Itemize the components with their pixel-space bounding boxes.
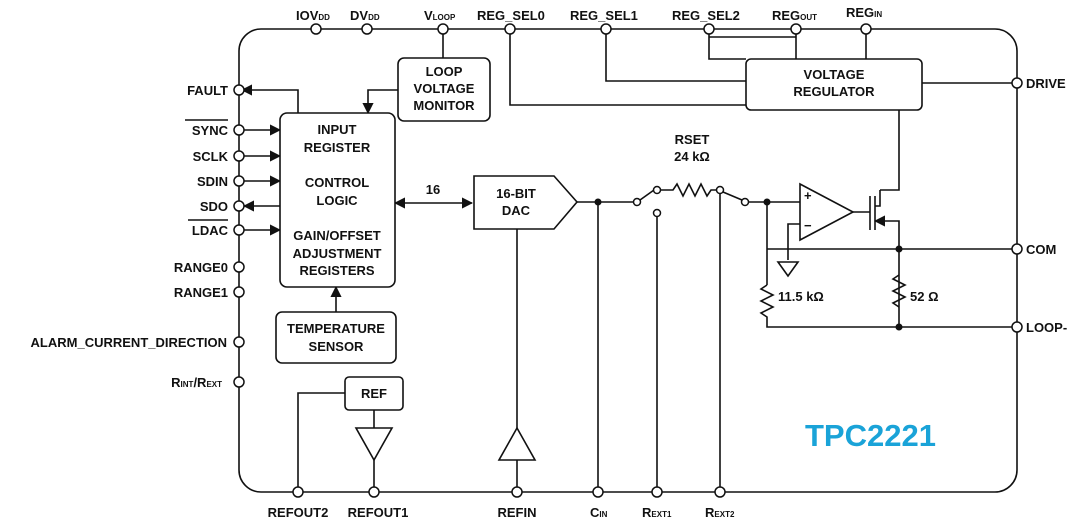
ref-text: REF bbox=[361, 386, 387, 401]
ldac-label: LDAC bbox=[192, 223, 229, 238]
loop-voltage-monitor-block bbox=[397, 57, 491, 122]
reg-sel2-pin bbox=[703, 23, 715, 35]
opamp-minus: − bbox=[804, 218, 812, 233]
input-register-block bbox=[279, 112, 396, 288]
rset-name-label: RSET bbox=[675, 132, 710, 147]
rset-value-label: 24 kΩ bbox=[674, 149, 710, 164]
refin-pin bbox=[511, 486, 523, 498]
fault-pin bbox=[233, 84, 245, 96]
reg-sel0-label: REG_SEL0 bbox=[477, 8, 545, 23]
feedback-resistor-label: 11.5 kΩ bbox=[778, 289, 824, 304]
alarm-pin bbox=[233, 336, 245, 348]
reg-sel1-pin bbox=[600, 23, 612, 35]
sclk-pin bbox=[233, 150, 245, 162]
rint-rext-pin bbox=[233, 376, 245, 388]
loop-monitor-text-3: MONITOR bbox=[413, 98, 475, 113]
rext2-pin bbox=[714, 486, 726, 498]
refout1-label: REFOUT1 bbox=[348, 505, 409, 520]
vloop-pin bbox=[437, 23, 449, 35]
top-pins bbox=[310, 23, 872, 35]
reg-sel2-label: REG_SEL2 bbox=[672, 8, 740, 23]
rext1-label: REXT1 bbox=[642, 505, 672, 520]
drive-label: DRIVE bbox=[1026, 76, 1066, 91]
reg-sel0-pin bbox=[504, 23, 516, 35]
temperature-sensor-block bbox=[275, 311, 397, 364]
sdin-pin bbox=[233, 175, 245, 187]
sdo-pin bbox=[233, 200, 245, 212]
loop-minus-label: LOOP- bbox=[1026, 320, 1067, 335]
register-text-5: GAIN/OFFSET bbox=[293, 228, 380, 243]
bus-width-label: 16 bbox=[426, 182, 440, 197]
register-text-6: ADJUSTMENT bbox=[293, 246, 382, 261]
reg-sel1-label: REG_SEL1 bbox=[570, 8, 638, 23]
regout-pin bbox=[790, 23, 802, 35]
loop-monitor-text-1: LOOP bbox=[426, 64, 463, 79]
right-pins bbox=[1011, 77, 1023, 333]
opamp-plus: + bbox=[804, 188, 812, 203]
register-text-7: REGISTERS bbox=[299, 263, 374, 278]
sdin-label: SDIN bbox=[197, 174, 228, 189]
chip-outline bbox=[238, 28, 1018, 493]
iovdd-pin bbox=[310, 23, 322, 35]
ldac-pin bbox=[233, 224, 245, 236]
regin-label: REGIN bbox=[846, 5, 882, 20]
regulator-text-1: VOLTAGE bbox=[804, 67, 865, 82]
temp-text-2: SENSOR bbox=[309, 339, 365, 354]
refout1-pin bbox=[368, 486, 380, 498]
register-text-3: CONTROL bbox=[305, 175, 369, 190]
cin-pin bbox=[592, 486, 604, 498]
alarm-label: ALARM_CURRENT_DIRECTION bbox=[31, 335, 227, 350]
sync-label: SYNC bbox=[192, 123, 229, 138]
cin-label: CIN bbox=[590, 505, 608, 520]
drive-pin bbox=[1011, 77, 1023, 89]
rext2-label: REXT2 bbox=[705, 505, 735, 520]
register-text-1: INPUT bbox=[318, 122, 357, 137]
op-amp bbox=[799, 182, 855, 242]
refout2-pin bbox=[292, 486, 304, 498]
loop-minus-pin bbox=[1011, 321, 1023, 333]
vloop-label: VLOOP bbox=[424, 8, 456, 23]
loop-monitor-text-2: VOLTAGE bbox=[414, 81, 475, 96]
refin-label: REFIN bbox=[498, 505, 537, 520]
iovdd-label: IOVDD bbox=[296, 8, 330, 23]
fault-label: FAULT bbox=[187, 83, 228, 98]
rint-rext-label: RINT/REXT bbox=[171, 375, 222, 390]
sdo-label: SDO bbox=[200, 199, 228, 214]
temp-text-1: TEMPERATURE bbox=[287, 321, 385, 336]
rext1-pin bbox=[651, 486, 663, 498]
dvdd-label: DVDD bbox=[350, 8, 380, 23]
range0-label: RANGE0 bbox=[174, 260, 228, 275]
range1-label: RANGE1 bbox=[174, 285, 228, 300]
sense-resistor-label: 52 Ω bbox=[910, 289, 939, 304]
register-text-2: REGISTER bbox=[304, 140, 371, 155]
com-pin bbox=[1011, 243, 1023, 255]
regin-pin bbox=[860, 23, 872, 35]
regout-label: REGOUT bbox=[772, 8, 817, 23]
left-pins bbox=[233, 84, 245, 388]
refin-buffer bbox=[497, 426, 537, 461]
dac-text-2: DAC bbox=[502, 203, 531, 218]
ref-block bbox=[344, 376, 404, 411]
regulator-text-2: REGULATOR bbox=[793, 84, 875, 99]
refout2-label: REFOUT2 bbox=[268, 505, 329, 520]
range0-pin bbox=[233, 261, 245, 273]
voltage-regulator-block bbox=[745, 58, 923, 111]
dac-text-1: 16-BIT bbox=[496, 186, 536, 201]
dac-block bbox=[473, 175, 579, 230]
register-text-4: LOGIC bbox=[316, 193, 358, 208]
part-number: TPC2221 bbox=[805, 418, 936, 453]
dvdd-pin bbox=[361, 23, 373, 35]
sync-pin bbox=[233, 124, 245, 136]
bottom-pins bbox=[292, 486, 726, 498]
range1-pin bbox=[233, 286, 245, 298]
sclk-label: SCLK bbox=[193, 149, 229, 164]
refout-buffer bbox=[354, 427, 394, 462]
com-label: COM bbox=[1026, 242, 1056, 257]
